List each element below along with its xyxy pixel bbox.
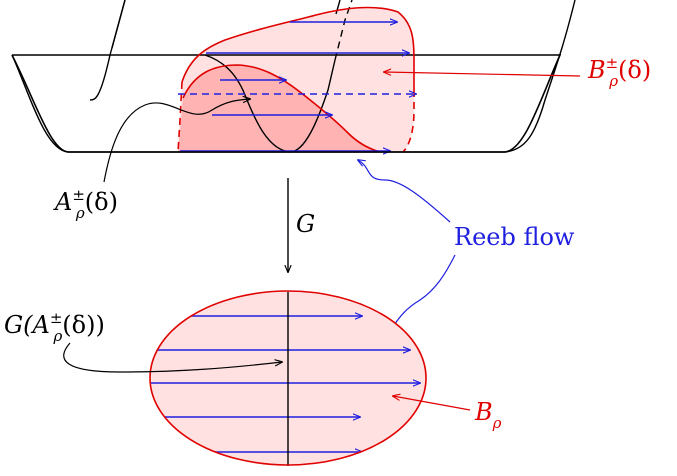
b-rho-label: Bρ — [474, 398, 502, 432]
b-label-pointer — [384, 72, 581, 77]
b-plus-minus-label: B±ρ(δ) — [587, 54, 651, 90]
b-rho-pointer — [393, 396, 471, 411]
lower-flow-arrows — [150, 316, 420, 452]
upper-flow-arrows — [178, 22, 416, 151]
left-wall — [109, 0, 126, 56]
wave-curve-dashed — [334, 0, 353, 61]
right-well-line — [504, 0, 576, 153]
wave-upper — [335, 0, 341, 15]
left-bowl — [11, 54, 69, 153]
upper-figure — [11, 0, 576, 153]
region-a-boundary — [182, 64, 381, 153]
reeb-pointer-upper — [358, 160, 451, 223]
b-rho-ellipse-outline — [149, 290, 427, 466]
a-label-pointer — [103, 99, 250, 183]
region-a-plus-minus-fill — [178, 65, 380, 152]
region-b-boundary-dashed-right — [402, 90, 415, 153]
wave-curve — [89, 54, 336, 153]
g-map-label: G — [296, 210, 315, 238]
reeb-flow-label: Reeb flow — [454, 223, 575, 251]
region-b-boundary — [181, 6, 415, 90]
g-of-a-pointer — [63, 342, 282, 373]
g-of-a-label: G(A±ρ(δ)) — [4, 309, 105, 345]
a-plus-minus-label: A±ρ(δ) — [53, 186, 118, 222]
lower-ellipse-figure — [149, 290, 427, 466]
